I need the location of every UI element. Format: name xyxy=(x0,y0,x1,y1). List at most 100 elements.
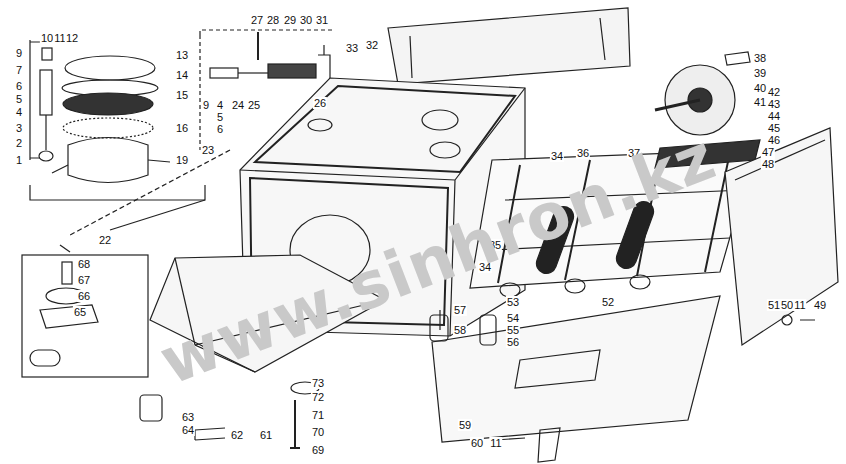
sensor-port xyxy=(308,119,332,131)
callout-number: 33 xyxy=(345,42,359,54)
callout-number: 48 xyxy=(761,158,775,170)
part xyxy=(45,115,46,150)
part xyxy=(42,48,52,60)
callout-number: 4 xyxy=(216,99,224,111)
leader-line xyxy=(30,40,40,160)
callout-number: 50 xyxy=(780,299,794,311)
bushing xyxy=(565,279,585,293)
callout-number: 16 xyxy=(175,122,189,134)
panel-edge xyxy=(735,140,825,180)
side-panel xyxy=(725,128,838,345)
callout-number: 7 xyxy=(15,64,23,76)
bottom-plate xyxy=(432,296,720,442)
callout-number: 57 xyxy=(453,304,467,316)
callout-number: 11 xyxy=(489,437,502,449)
callout-number: 72 xyxy=(311,391,325,403)
callout-number: 24 xyxy=(231,99,245,111)
callout-number: 12 xyxy=(65,32,79,44)
callout-number: 30 xyxy=(299,14,313,26)
leader-arrow xyxy=(60,245,70,252)
callout-number: 61 xyxy=(259,429,273,441)
callout-number: 63 xyxy=(181,411,195,423)
part xyxy=(257,32,259,60)
part xyxy=(52,160,170,173)
filler-neck xyxy=(422,110,458,130)
washer xyxy=(782,315,792,325)
plate-window xyxy=(515,350,600,388)
callout-number: 60 xyxy=(470,437,484,449)
bracket xyxy=(538,428,560,462)
bolt xyxy=(290,400,300,448)
callout-number: 42 xyxy=(767,86,781,98)
leader-line xyxy=(110,200,205,230)
tube xyxy=(30,350,60,366)
callout-number: 46 xyxy=(767,134,781,146)
callout-number: 73 xyxy=(311,377,325,389)
callout-number: 67 xyxy=(77,274,91,286)
callout-number: 13 xyxy=(175,49,189,61)
callout-number: 5 xyxy=(216,111,224,123)
callout-number: 71 xyxy=(311,409,325,421)
callout-number: 47 xyxy=(761,146,775,158)
callout-number: 43 xyxy=(767,98,781,110)
callout-number: 40 xyxy=(753,82,767,94)
callout-number: 4 xyxy=(15,106,23,118)
bracket-plate xyxy=(388,8,630,84)
part xyxy=(63,93,153,115)
callout-number: 9 xyxy=(15,47,23,59)
callout-number: 36 xyxy=(576,147,590,159)
callout-number: 41 xyxy=(753,96,767,108)
callout-number: 58 xyxy=(453,324,467,336)
callout-number: 15 xyxy=(175,89,189,101)
nut xyxy=(430,315,448,341)
callout-number: 2 xyxy=(15,137,23,149)
callout-number: 19 xyxy=(175,154,189,166)
callout-number: 22 xyxy=(98,234,112,246)
callout-number: 3 xyxy=(15,122,23,134)
callout-number: 53 xyxy=(506,296,520,308)
callout-number: 66 xyxy=(77,290,91,302)
callout-number: 5 xyxy=(15,93,23,105)
pump-shaft xyxy=(655,100,700,110)
part xyxy=(268,64,316,78)
filler-cap xyxy=(430,142,460,158)
callout-number: 45 xyxy=(767,122,781,134)
group-bracket xyxy=(30,185,205,200)
gasket xyxy=(725,52,750,65)
part xyxy=(39,151,53,161)
callout-number: 6 xyxy=(15,80,23,92)
callout-number: 70 xyxy=(311,426,325,438)
callout-number: 32 xyxy=(365,39,379,51)
callout-number: 64 xyxy=(181,424,195,436)
leader-line xyxy=(70,150,230,235)
callout-number: 59 xyxy=(458,419,472,431)
part xyxy=(40,70,52,115)
callout-number: 39 xyxy=(753,67,767,79)
part xyxy=(318,45,330,80)
part xyxy=(210,68,238,78)
callout-number: 62 xyxy=(230,429,244,441)
bushing xyxy=(630,275,650,289)
part xyxy=(63,118,153,138)
group-box xyxy=(22,255,148,377)
callout-number: 38 xyxy=(753,52,767,64)
bolt xyxy=(62,262,72,284)
part xyxy=(439,310,440,330)
callout-number: 29 xyxy=(283,14,297,26)
callout-number: 49 xyxy=(813,299,827,311)
bolt xyxy=(495,320,815,440)
part xyxy=(65,56,155,80)
callout-number: 28 xyxy=(266,14,280,26)
callout-number: 10 xyxy=(40,32,54,44)
callout-number: 34 xyxy=(550,150,564,162)
callout-number: 68 xyxy=(77,258,91,270)
callout-number: 26 xyxy=(313,97,327,109)
bolt xyxy=(195,428,225,440)
callout-number: 69 xyxy=(311,444,325,456)
part xyxy=(238,72,268,73)
part xyxy=(68,138,148,183)
callout-number: 14 xyxy=(175,69,189,81)
callout-number: 27 xyxy=(250,14,264,26)
callout-number: 6 xyxy=(216,123,224,135)
